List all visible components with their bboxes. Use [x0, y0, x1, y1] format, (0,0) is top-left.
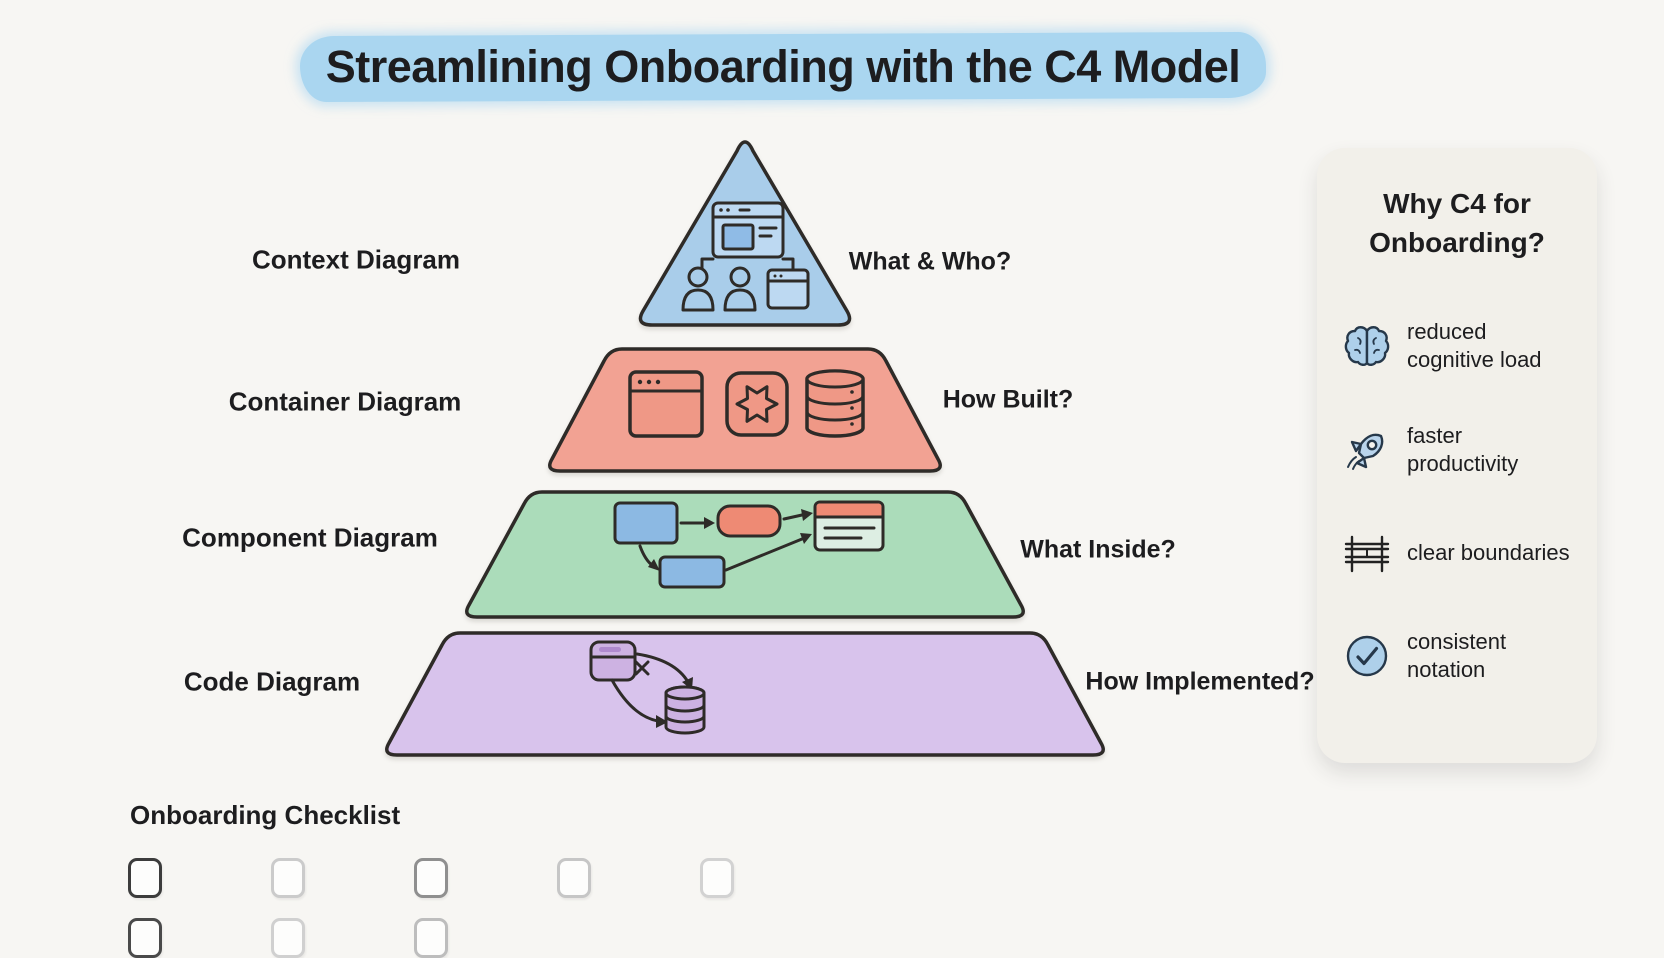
person-icon: [723, 266, 757, 312]
checkbox[interactable]: [414, 918, 448, 958]
component-level-label: Component Diagram: [182, 522, 438, 553]
code-question: How Implemented?: [1085, 667, 1315, 696]
checkbox[interactable]: [128, 858, 162, 898]
checkbox[interactable]: [128, 918, 162, 958]
why-c4-card: Why C4 for Onboarding? reduced cognitive…: [1317, 148, 1597, 763]
check-circle-icon: [1346, 635, 1388, 677]
why-item-label: clear boundaries: [1407, 540, 1570, 566]
database-icon: [664, 685, 706, 735]
person-icon: [681, 266, 715, 312]
container-level-label: Container Diagram: [228, 386, 462, 417]
why-card-title: Why C4 for Onboarding?: [1369, 188, 1545, 259]
container-level-shape: [548, 347, 942, 473]
why-item-label: consistent notation: [1407, 629, 1507, 683]
code-level-shape: [385, 631, 1105, 757]
page-title-block: Streamlining Onboarding with the C4 Mode…: [299, 31, 1267, 103]
component-question: What Inside?: [1020, 535, 1176, 564]
why-item-consistent-notation: consistent notation: [1343, 628, 1571, 684]
context-icons: [681, 201, 810, 312]
checklist-row-1: [0, 858, 1664, 898]
container-question: How Built?: [942, 385, 1074, 414]
checklist-row-2-clipped: [0, 918, 1664, 958]
checklist-title: Onboarding Checklist: [130, 800, 401, 830]
why-item-label: reduced cognitive load: [1407, 319, 1542, 373]
component-level-shape: [465, 490, 1025, 619]
checkbox[interactable]: [414, 858, 448, 898]
why-item-clear-boundaries: clear boundaries: [1343, 526, 1571, 580]
page-title: Streamlining Onboarding with the C4 Mode…: [325, 41, 1241, 92]
container-icons: [628, 369, 865, 438]
context-level-label: Context Diagram: [251, 244, 461, 275]
code-icons: [589, 640, 706, 735]
database-icon: [805, 369, 865, 438]
component-flowchart: [613, 500, 885, 589]
fence-icon: [1344, 535, 1390, 573]
checkbox[interactable]: [271, 858, 305, 898]
why-item-faster-productivity: faster productivity: [1343, 422, 1571, 478]
service-gear-icon: [725, 371, 789, 437]
class-box-icon: [589, 640, 637, 682]
checkbox[interactable]: [271, 918, 305, 958]
checkbox[interactable]: [557, 858, 591, 898]
why-card-items: reduced cognitive load faster productivi…: [1343, 318, 1571, 684]
checkbox[interactable]: [700, 858, 734, 898]
why-item-reduced-cognitive-load: reduced cognitive load: [1343, 318, 1571, 374]
browser-icon: [628, 370, 704, 438]
c4-pyramid: [385, 140, 1105, 757]
component-card-icon: [813, 500, 885, 552]
rocket-icon: [1347, 433, 1384, 471]
context-level-shape: [638, 140, 852, 327]
window-icon: [766, 268, 810, 310]
code-level-label: Code Diagram: [183, 666, 361, 697]
brain-icon: [1344, 326, 1390, 367]
context-question: What & Who?: [848, 247, 1012, 276]
why-item-label: faster productivity: [1407, 423, 1519, 477]
